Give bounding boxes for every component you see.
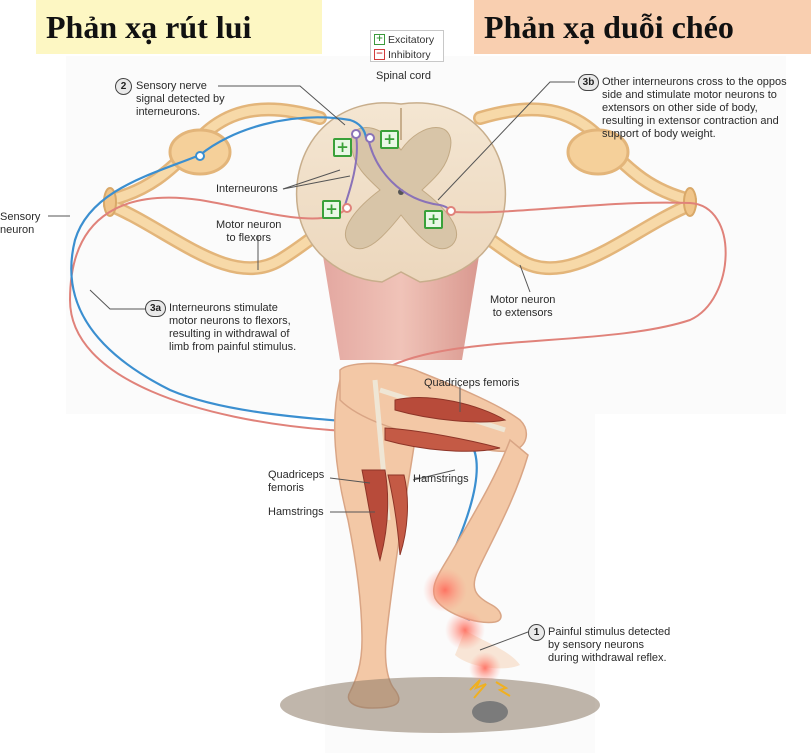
step-3b-text: Other interneurons cross to the oppos si… (602, 76, 787, 140)
legend-excitatory-label: Excitatory (388, 33, 435, 46)
hamstrings-raised (384, 427, 501, 452)
interneuron-node-1 (351, 129, 361, 139)
stimulus-bolt-2 (495, 681, 511, 697)
step-2-number: 2 (115, 78, 132, 95)
excitatory-badge-1: + (333, 138, 352, 157)
stone (472, 701, 508, 723)
motor-node-right (446, 206, 456, 216)
inhibitory-icon: − (374, 49, 385, 60)
step-2-text: Sensory nerve signal detected by interne… (136, 80, 225, 118)
label-quadriceps-femoris-raised: Quadriceps femoris (424, 377, 520, 389)
label-sensory-neuron: Sensory neuron (0, 211, 41, 236)
legend-inhibitory: − Inhibitory (374, 47, 440, 62)
legend-excitatory: + Excitatory (374, 32, 440, 47)
sensory-cell-body (195, 151, 205, 161)
motor-node-left (342, 203, 352, 213)
quadriceps-standing (361, 469, 389, 562)
label-spinal-cord: Spinal cord (376, 70, 432, 82)
quadriceps-raised (394, 397, 507, 423)
step-3a-number: 3a (145, 300, 166, 317)
legend: + Excitatory − Inhibitory (370, 30, 444, 62)
step-1-number: 1 (528, 624, 545, 641)
leader-lines (48, 81, 575, 651)
step-3b-number: 3b (578, 74, 599, 91)
pain-glow-2 (445, 610, 485, 650)
step-1-text: Painful stimulus detected by sensory neu… (548, 626, 671, 664)
label-motor-neuron-flexors: Motor neuron to flexors (216, 219, 282, 244)
stimulus-bolt-1 (469, 679, 487, 699)
title-withdrawal-reflex: Phản xạ rút lui (36, 0, 322, 54)
excitatory-icon: + (374, 34, 385, 45)
sensory-neuron-entry (199, 116, 368, 156)
title-crossed-extensor-reflex: Phản xạ duỗi chéo (474, 0, 811, 54)
ganglion-right (566, 128, 630, 176)
step-3a-text: Interneurons stimulate motor neurons to … (169, 302, 297, 353)
label-hamstrings-raised: Hamstrings (413, 473, 469, 485)
pain-glow-3 (469, 652, 501, 684)
pain-glow-1 (423, 568, 467, 612)
label-hamstrings-standing: Hamstrings (268, 506, 324, 518)
excitatory-badge-2: + (380, 130, 399, 149)
legend-inhibitory-label: Inhibitory (388, 48, 431, 61)
label-quadriceps-femoris-standing: Quadriceps femoris (268, 469, 325, 494)
hamstrings-standing (387, 474, 408, 556)
interneuron-node-2 (365, 133, 375, 143)
excitatory-badge-3: + (322, 200, 341, 219)
label-interneurons: Interneurons (216, 183, 278, 195)
ground (280, 677, 600, 733)
label-motor-neuron-extensors: Motor neuron to extensors (490, 294, 556, 319)
excitatory-badge-4: + (424, 210, 443, 229)
